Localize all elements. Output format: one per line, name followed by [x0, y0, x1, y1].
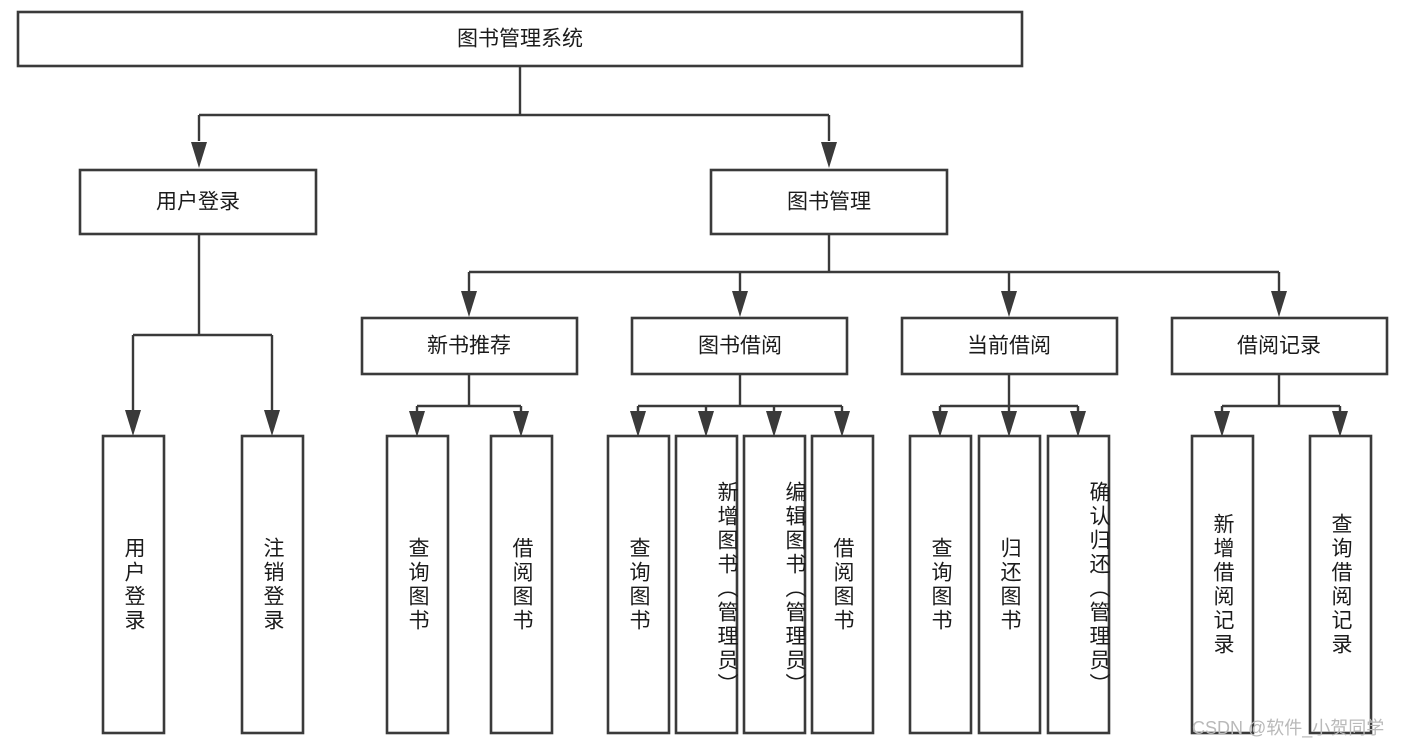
node-current-borrow-box[interactable]	[900, 316, 1119, 376]
node-book-management[interactable]: 图书管理	[709, 168, 949, 236]
leaf-query-book-1-box[interactable]	[385, 434, 450, 735]
leaf-borrow-book-2-box[interactable]	[810, 434, 875, 735]
node-user-login-label: 用户登录	[156, 191, 240, 214]
node-user-login[interactable]: 用户登录	[78, 168, 318, 236]
leaf-logout-login-box[interactable]	[240, 434, 305, 735]
leaf-confirm-return-box[interactable]	[1046, 434, 1111, 735]
leaf-return-book-box[interactable]	[977, 434, 1042, 735]
arrow-to-leaf-borrow-book-1	[513, 411, 529, 437]
arrow-root-to-book-management	[821, 142, 837, 168]
node-book-management-box[interactable]	[709, 168, 949, 236]
leaf-boxes-group	[101, 434, 1373, 735]
node-borrow-record[interactable]: 借阅记录	[1170, 316, 1389, 376]
leaf-borrow-book-1-box[interactable]	[489, 434, 554, 735]
arrow-to-borrow-record	[1271, 291, 1287, 317]
connector-group-borrow-record	[1214, 374, 1348, 437]
leaf-query-book-3-box[interactable]	[908, 434, 973, 735]
leaf-add-borrow-record-box[interactable]	[1190, 434, 1255, 735]
arrow-to-leaf-user-login	[125, 410, 141, 436]
node-current-borrow[interactable]: 当前借阅	[900, 316, 1119, 376]
arrow-to-leaf-logout-login	[264, 410, 280, 436]
connector-group-book-management	[461, 234, 1287, 317]
node-new-book-recommend[interactable]: 新书推荐	[360, 316, 579, 376]
node-user-login-box[interactable]	[78, 168, 318, 236]
arrow-to-leaf-query-book-1	[409, 411, 425, 437]
node-root-box[interactable]	[16, 10, 1024, 68]
connector-group-user-login	[125, 234, 280, 436]
arrow-to-leaf-query-borrow-record	[1332, 411, 1348, 437]
node-book-borrow[interactable]: 图书借阅	[630, 316, 849, 376]
csdn-watermark: CSDN @软件_小贺同学	[1192, 718, 1385, 738]
arrow-to-new-book-recommend	[461, 291, 477, 317]
arrow-to-leaf-confirm-return	[1070, 411, 1086, 437]
leaf-query-borrow-record-box[interactable]	[1308, 434, 1373, 735]
connector-group-new-book-recommend	[409, 374, 529, 437]
arrow-root-to-user-login	[191, 142, 207, 168]
node-book-borrow-box[interactable]	[630, 316, 849, 376]
node-current-borrow-label: 当前借阅	[967, 335, 1051, 358]
connector-group-root	[191, 66, 837, 168]
connector-group-book-borrow	[630, 374, 850, 437]
leaf-edit-book-box[interactable]	[742, 434, 807, 735]
arrow-to-leaf-edit-book	[766, 411, 782, 437]
leaf-user-login-box[interactable]	[101, 434, 166, 735]
connector-group-current-borrow	[932, 374, 1086, 437]
arrow-to-book-borrow	[732, 291, 748, 317]
node-book-borrow-label: 图书借阅	[698, 335, 782, 358]
leaf-query-book-2-box[interactable]	[606, 434, 671, 735]
node-new-book-recommend-box[interactable]	[360, 316, 579, 376]
node-root[interactable]: 图书管理系统	[16, 10, 1024, 68]
arrow-to-leaf-add-book	[698, 411, 714, 437]
arrow-to-leaf-borrow-book-2	[834, 411, 850, 437]
arrow-to-leaf-add-borrow-record	[1214, 411, 1230, 437]
arrow-to-leaf-query-book-3	[932, 411, 948, 437]
node-borrow-record-box[interactable]	[1170, 316, 1389, 376]
leaf-add-book-box[interactable]	[674, 434, 739, 735]
node-new-book-recommend-label: 新书推荐	[427, 335, 511, 358]
arrow-to-leaf-query-book-2	[630, 411, 646, 437]
node-root-label: 图书管理系统	[457, 28, 583, 51]
arrow-to-leaf-return-book	[1001, 411, 1017, 437]
node-borrow-record-label: 借阅记录	[1237, 335, 1321, 358]
node-book-management-label: 图书管理	[787, 191, 871, 214]
arrow-to-current-borrow	[1001, 291, 1017, 317]
